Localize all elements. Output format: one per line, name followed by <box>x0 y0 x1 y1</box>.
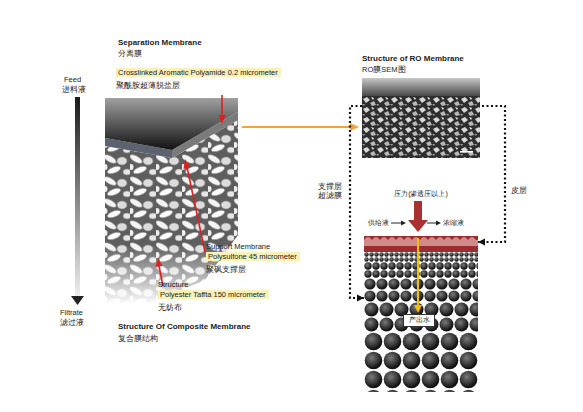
node-text: 浓缩液 <box>443 219 464 227</box>
text-label: 滤过液 <box>60 318 84 327</box>
sem-skin <box>362 78 480 98</box>
product-arrowhead <box>414 305 422 313</box>
node-text: Structure of RO Membrane <box>362 54 464 64</box>
text-label: Structure Of Composite Membrane <box>118 322 250 332</box>
polyamide-layer <box>105 98 238 150</box>
pore-row <box>364 252 478 262</box>
node-text: Polysulfone 45 micrometer <box>206 252 300 261</box>
layer-callout: StructurePolyester Taffta 150 micrometer… <box>158 280 303 316</box>
flow-arrowhead <box>71 296 84 305</box>
connector-arrowhead <box>357 295 364 302</box>
text-label: Separation Membrane <box>118 38 202 48</box>
pore-row <box>364 332 478 392</box>
leader-arrowhead <box>219 115 226 124</box>
text-label: Filtrate <box>60 308 83 317</box>
edge-label: 皮层 <box>511 186 541 195</box>
leader-line <box>221 95 223 116</box>
text-label: 进料液 <box>62 85 86 94</box>
leader-arrowhead <box>156 258 163 267</box>
flow-bar <box>75 97 80 296</box>
node-text: RO膜SEM图 <box>362 65 406 74</box>
flow-arrowhead <box>401 221 406 226</box>
node-text: Crosslinked Aromatic Polyamide 0.2 micro… <box>116 68 281 77</box>
link-arrowhead <box>350 123 359 131</box>
sem-image <box>362 78 480 158</box>
dotted-connector <box>350 106 364 298</box>
ro-schematic: 压力(渗透压以上) 供给液 浓缩液产出水 <box>364 188 478 392</box>
membrane-band <box>364 236 478 252</box>
flow-arrow <box>427 223 437 224</box>
pore-row <box>364 278 478 302</box>
leader-line <box>187 167 205 252</box>
membrane-skin <box>364 237 478 246</box>
product-arrow <box>417 238 419 306</box>
node-text: 无纺布 <box>158 303 182 312</box>
text-label: 复合膜结构 <box>118 334 158 343</box>
sem-texture <box>362 96 480 158</box>
text-label: Feed <box>64 75 81 84</box>
node-text: 聚酰胺超薄脱盐层 <box>116 81 180 90</box>
text-label: 分离膜 <box>118 49 142 58</box>
node-text: Structure <box>158 280 188 289</box>
node-text: 压力(渗透压以上) <box>364 190 478 198</box>
layer-callout: Support MembranePolysulfone 45 micromete… <box>206 242 336 278</box>
dotted-connector <box>478 106 505 242</box>
pressure-arrowhead <box>408 220 428 232</box>
leader-arrowhead <box>184 159 191 169</box>
edge-label: 支撑层 超滤膜 <box>314 182 342 201</box>
node-text: 聚砜支撑层 <box>206 265 246 274</box>
pressure-arrow <box>414 201 422 221</box>
layer-callout: Crosslinked Aromatic Polyamide 0.2 micro… <box>116 68 336 94</box>
flow-arrow <box>391 223 402 224</box>
node-text: Support Membrane <box>206 242 270 251</box>
pore-row <box>364 302 478 332</box>
pore-row <box>364 262 478 278</box>
node-text: 供给液 <box>368 219 389 227</box>
link-arrow <box>242 126 351 128</box>
output-box: 产出水 <box>403 314 435 327</box>
node-text: 产出水 <box>404 316 434 324</box>
flow-arrowhead <box>436 221 441 226</box>
connector-arrowhead <box>478 239 485 246</box>
sem-panel: Structure of RO MembraneRO膜SEM图 <box>362 54 482 160</box>
scale-bar <box>460 151 473 153</box>
node-text: Polyester Taffta 150 micrometer <box>158 290 269 299</box>
